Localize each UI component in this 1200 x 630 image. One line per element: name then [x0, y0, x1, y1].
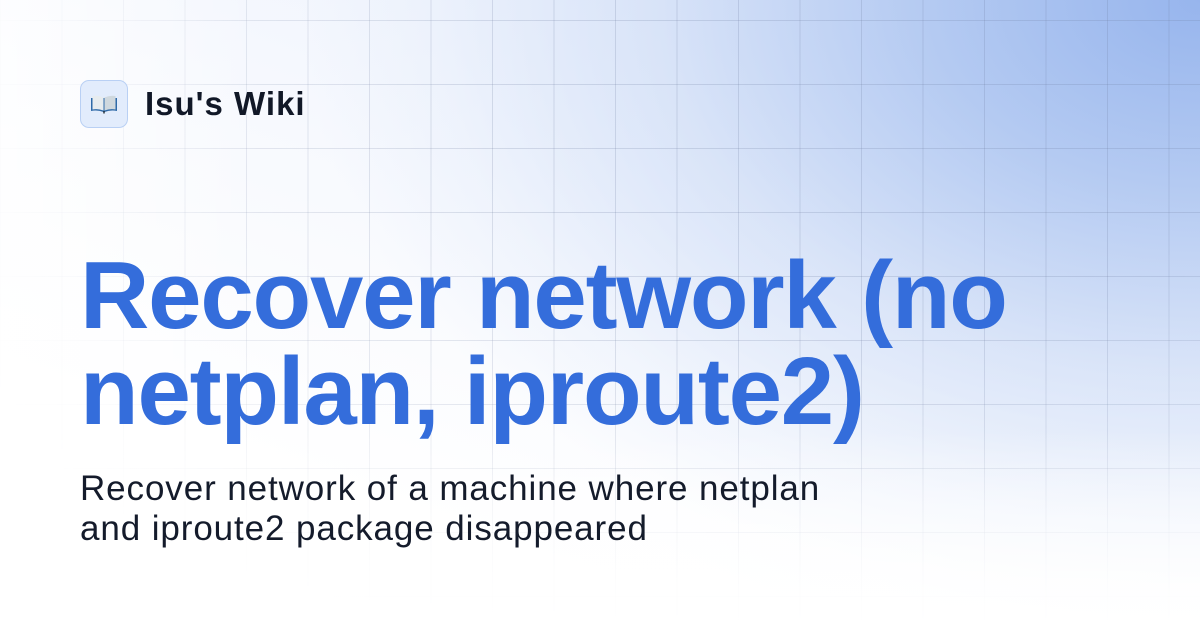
- page-description-line-1: Recover network of a machine where netpl…: [80, 469, 821, 508]
- page-title: Recover network (no netplan, iproute2): [80, 248, 1140, 440]
- site-brand[interactable]: Isu's Wiki: [80, 80, 306, 128]
- brand-icon-box: [80, 80, 128, 128]
- page-description: Recover network of a machine where netpl…: [80, 469, 880, 549]
- background-fade-bottom: [0, 430, 1200, 630]
- page-title-line-2: netplan, iproute2): [80, 338, 865, 445]
- page-description-line-2: and iproute2 package disappeared: [80, 509, 648, 548]
- open-book-icon: [91, 95, 117, 114]
- page-title-line-1: Recover network (no: [80, 242, 1008, 349]
- site-name: Isu's Wiki: [145, 85, 306, 122]
